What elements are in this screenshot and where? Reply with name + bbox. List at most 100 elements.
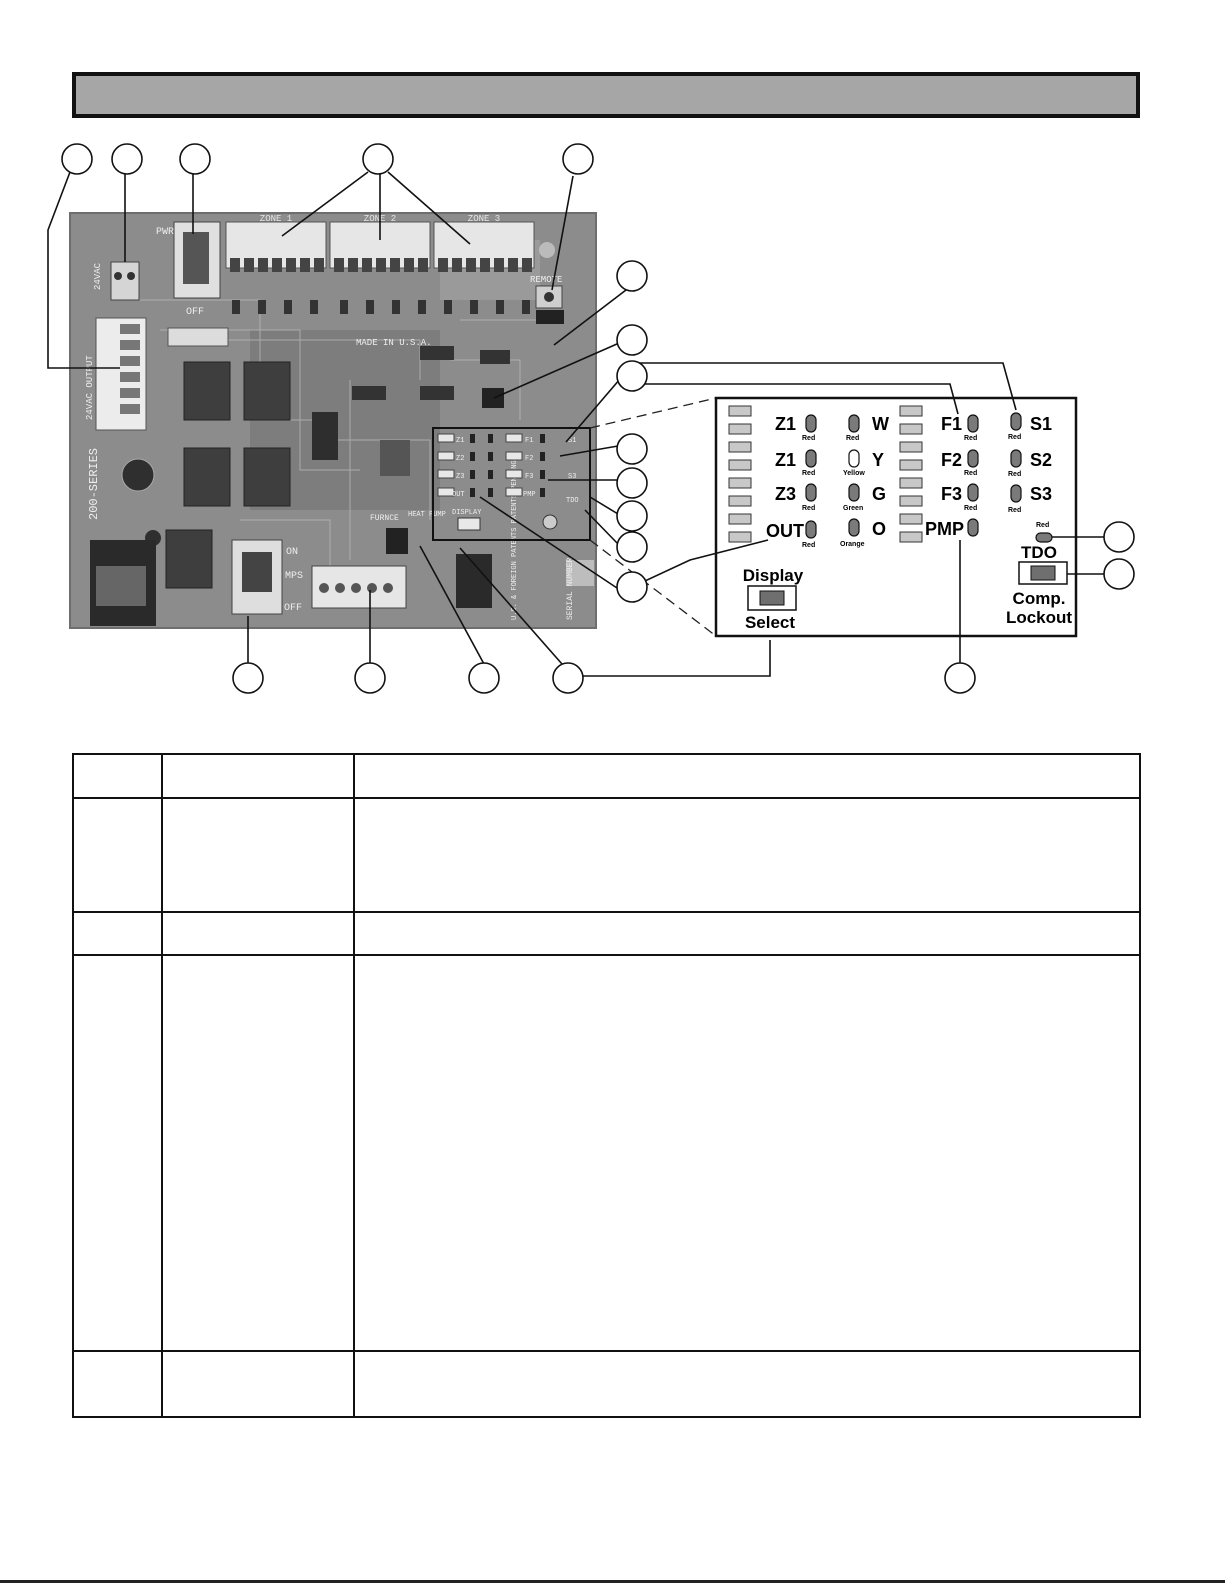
callout-10 xyxy=(616,467,648,499)
callout-leaders xyxy=(47,171,1112,677)
led-pmp xyxy=(967,518,979,537)
ic-chip xyxy=(312,412,338,460)
panel-f2-label: F2 xyxy=(941,450,962,470)
led-tdo-color: Red xyxy=(1036,522,1049,529)
led-out xyxy=(805,520,817,539)
led-s2 xyxy=(1010,449,1022,468)
table-cell xyxy=(161,753,355,799)
table-cell xyxy=(161,911,355,956)
callout-17 xyxy=(552,662,584,694)
inset-s3: S3 xyxy=(568,473,576,481)
jumper2 xyxy=(536,310,564,324)
led-area-outline xyxy=(432,427,591,541)
panel-f3-label: F3 xyxy=(941,484,962,504)
callout-4 xyxy=(362,143,394,175)
table-cell xyxy=(353,753,1141,799)
mps-label: MPS xyxy=(285,571,303,582)
remote-label: REMOTE xyxy=(530,275,562,285)
callout-6 xyxy=(616,260,648,292)
panel-o-label: O xyxy=(872,519,886,539)
pwr-off-label: OFF xyxy=(186,307,204,318)
led-w-color: Red xyxy=(846,435,859,442)
callout-13 xyxy=(616,571,648,603)
led-tdo xyxy=(1035,532,1053,543)
callout-2 xyxy=(111,143,143,175)
table-cell xyxy=(353,797,1141,913)
callout-16 xyxy=(468,662,500,694)
furnace-label: FURNCE xyxy=(370,514,399,523)
display-label: Display xyxy=(743,566,804,585)
display-select-button xyxy=(759,590,785,606)
callout-8 xyxy=(616,360,648,392)
series-label: 200-SERIES xyxy=(87,448,101,520)
section-title-bar xyxy=(72,72,1140,118)
table-cell xyxy=(72,753,163,799)
control-board-figure: ZONE 1 ZONE 2 ZONE 3 PWR OFF 24VAC 24VAC… xyxy=(47,143,1135,694)
led-w xyxy=(848,414,860,433)
led-s2-color: Red xyxy=(1008,471,1021,478)
vac-label: 24VAC xyxy=(93,262,103,290)
table-cell xyxy=(353,954,1141,1352)
led-s3-color: Red xyxy=(1008,507,1021,514)
table-cell xyxy=(161,797,355,913)
furnace-jumper xyxy=(386,528,408,554)
led-s1-color: Red xyxy=(1008,434,1021,441)
panel-z1-label: Z1 xyxy=(775,414,796,434)
table-cell xyxy=(72,954,163,1352)
table-cell xyxy=(72,1350,163,1418)
table-cell xyxy=(161,954,355,1352)
led-f2-color: Red xyxy=(964,470,977,477)
led-f3-color: Red xyxy=(964,505,977,512)
led-s1 xyxy=(1010,412,1022,431)
table-cell xyxy=(161,1350,355,1418)
page-bottom-rule xyxy=(0,1580,1225,1583)
inset-f1: F1 xyxy=(525,437,533,445)
vac-terminal xyxy=(110,261,140,301)
panel-s3-label: S3 xyxy=(1030,484,1052,504)
panel-w-label: W xyxy=(872,414,889,434)
led-o xyxy=(848,518,860,537)
inset-s1: S1 xyxy=(568,437,576,445)
callout-1 xyxy=(61,143,93,175)
led-y-color: Yellow xyxy=(843,470,865,477)
led-out-color: Red xyxy=(802,542,815,549)
callout-15 xyxy=(354,662,386,694)
led-panel: Z1 Z1 Z3 OUT Red Red Red Red W Y G xyxy=(714,396,1078,638)
panel-s1-label: S1 xyxy=(1030,414,1052,434)
inset-out: OUT xyxy=(452,491,465,499)
table-cell xyxy=(72,911,163,956)
callout-11 xyxy=(616,500,648,532)
panel-z3-label: Z3 xyxy=(775,484,796,504)
led-s3 xyxy=(1010,484,1022,503)
led-f3 xyxy=(967,483,979,502)
led-g-color: Green xyxy=(843,505,863,512)
description-table xyxy=(72,753,1141,1418)
led-o-color: Orange xyxy=(840,541,865,548)
zoom-lines xyxy=(589,397,717,637)
led-z3-color: Red xyxy=(802,505,815,512)
comp-label: Comp. xyxy=(1013,589,1066,608)
led-z1-color: Red xyxy=(802,435,815,442)
panel-s2-label: S2 xyxy=(1030,450,1052,470)
table-cell xyxy=(353,911,1141,956)
panel-g-label: G xyxy=(872,484,886,504)
panel-y-label: Y xyxy=(872,450,884,470)
mps-on-label: ON xyxy=(286,547,298,558)
led-g xyxy=(848,483,860,502)
table-row xyxy=(72,1350,1141,1418)
inset-pmp: PMP xyxy=(523,491,536,499)
callout-circles xyxy=(61,143,1135,694)
pwr-label: PWR xyxy=(156,227,174,238)
table-row xyxy=(72,954,1141,1352)
led-y xyxy=(848,449,860,468)
led-z3 xyxy=(805,483,817,502)
table-cell xyxy=(72,797,163,913)
callout-9 xyxy=(616,433,648,465)
led-z1 xyxy=(805,414,817,433)
led-z1b xyxy=(805,449,817,468)
callout-19 xyxy=(1103,521,1135,553)
jumper xyxy=(482,388,504,408)
callout-12 xyxy=(616,531,648,563)
panel-f1-label: F1 xyxy=(941,414,962,434)
inset-z2: Z2 xyxy=(456,455,464,463)
